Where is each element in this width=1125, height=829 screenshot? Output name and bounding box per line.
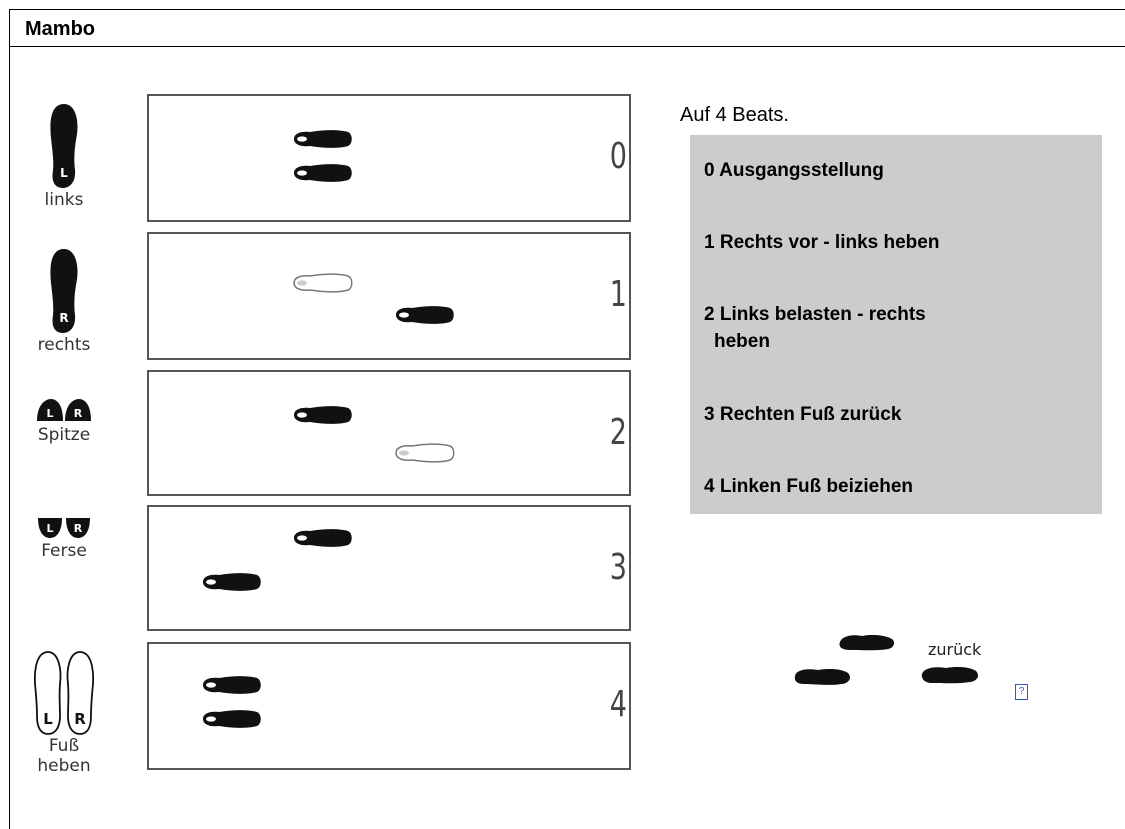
step-text-1: 1 Rechts vor - links heben <box>704 232 940 253</box>
svg-text:R: R <box>74 522 83 535</box>
left-foot-print-icon <box>294 130 352 148</box>
left-foot-print-icon <box>203 676 261 694</box>
svg-text:R: R <box>59 311 68 325</box>
right-foot-print-icon <box>396 306 454 324</box>
step-number: 1 <box>609 274 627 315</box>
legend-rechts: R rechts <box>28 245 100 355</box>
right-foot-print-icon <box>294 164 352 182</box>
step-number: 2 <box>609 412 627 453</box>
step-text-2: 2 Links belasten - rechts <box>704 304 926 325</box>
title-row: Mambo <box>9 9 1125 47</box>
step-panel-1: 1 <box>147 232 631 360</box>
lifted-foot-print-icon <box>293 273 353 293</box>
left-foot-print-icon <box>294 406 352 424</box>
step-number: 3 <box>609 547 627 588</box>
step-panel-2: 2 <box>147 370 631 496</box>
svg-text:L: L <box>46 407 53 420</box>
step-number: 4 <box>609 684 627 725</box>
right-foot-icon: R <box>50 249 78 333</box>
page-title: Mambo <box>25 18 95 40</box>
step-text-3: 3 Rechten Fuß zurück <box>704 404 902 425</box>
legend-label-spitze: Spitze <box>37 425 91 445</box>
legend-links: L links <box>28 100 100 210</box>
foot-outline-icon: L R <box>33 651 95 735</box>
step-panel-3: 3 <box>147 505 631 631</box>
intro-text: Auf 4 Beats. <box>680 104 789 126</box>
steps-box: 0 Ausgangsstellung 1 Rechts vor - links … <box>690 135 1102 514</box>
step-text-2-cont: heben <box>714 331 770 352</box>
legend-spitze: L R Spitze <box>28 397 100 445</box>
document-frame <box>9 9 1125 829</box>
missing-image-icon: ? <box>1015 684 1028 700</box>
svg-text:L: L <box>43 710 53 728</box>
right-foot-print-icon <box>203 710 261 728</box>
svg-text:R: R <box>74 710 86 728</box>
left-foot-print-icon <box>294 529 352 547</box>
heel-icon: L R <box>38 518 90 538</box>
legend-label-links: links <box>44 190 84 210</box>
step-number: 0 <box>609 136 627 177</box>
step-text-4: 4 Linken Fuß beiziehen <box>704 476 914 497</box>
left-foot-icon: L <box>50 104 78 188</box>
legend-label-heben: heben <box>37 756 91 776</box>
legend-label-ferse: Ferse <box>41 541 87 561</box>
step-panel-4: 4 <box>147 642 631 770</box>
lifted-foot-print-icon <box>395 443 455 463</box>
right-foot-print-icon <box>203 573 261 591</box>
legend-label-fuss: Fuß <box>48 736 80 756</box>
legend-label-rechts: rechts <box>37 335 91 355</box>
svg-text:L: L <box>46 522 53 535</box>
step-text-0: 0 Ausgangsstellung <box>704 160 884 181</box>
step-panel-0: 0 <box>147 94 631 222</box>
svg-text:R: R <box>74 407 83 420</box>
legend-ferse: L R Ferse <box>28 515 100 561</box>
figure-label: zurück <box>928 640 982 659</box>
svg-text:L: L <box>60 166 68 180</box>
footsteps-figure <box>794 635 978 685</box>
legend-fuss-heben: L R Fuß heben <box>28 648 100 776</box>
toe-icon: L R <box>37 399 91 421</box>
